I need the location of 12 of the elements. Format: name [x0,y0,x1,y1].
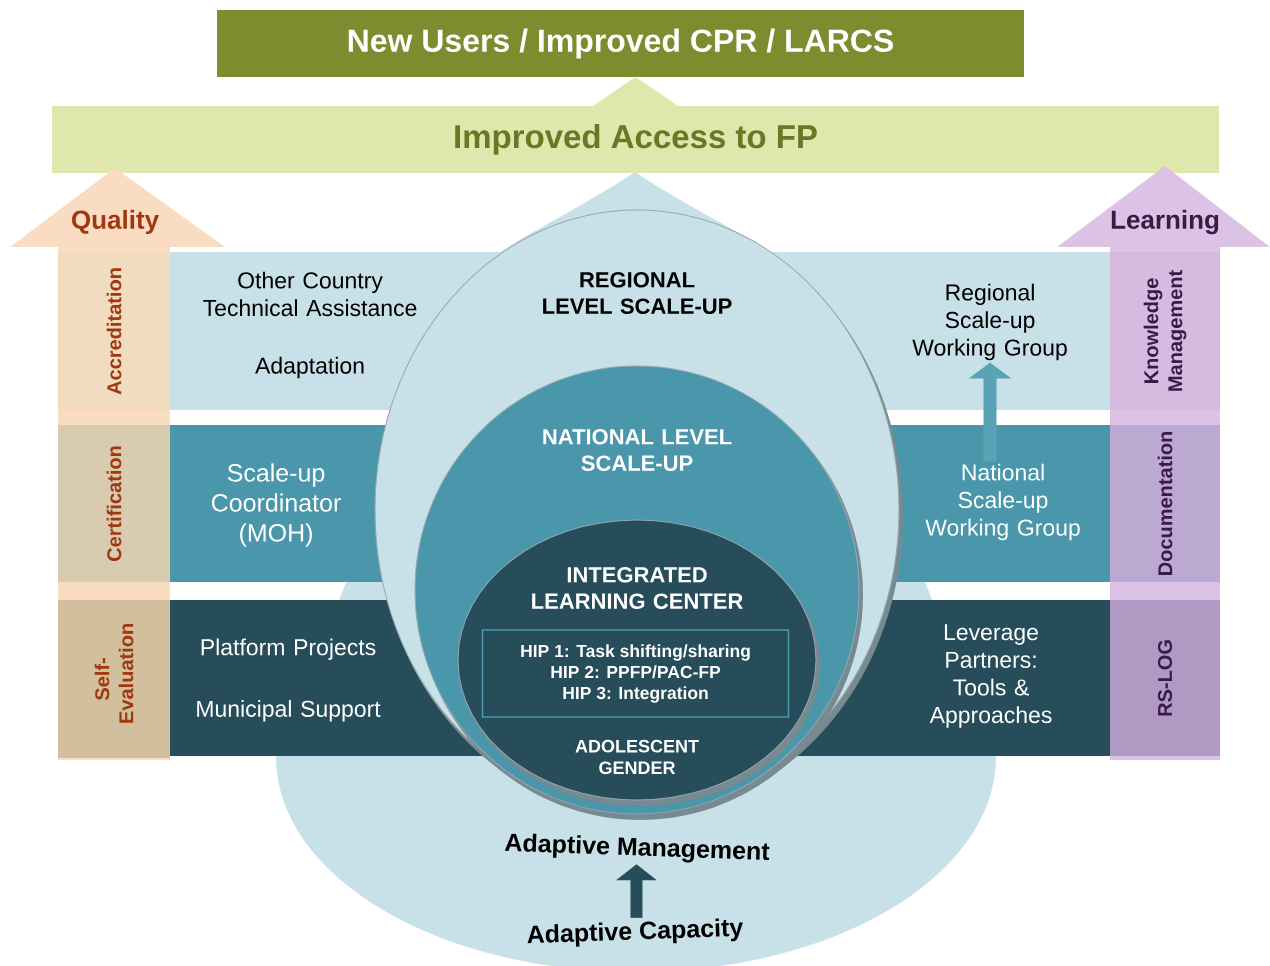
hip-box: HIP 1: Task shifting/sharing HIP 2: PPFP/PAC-FP HIP 3: Integration [481,629,790,718]
caption-text: Adaptive Capacity [527,918,743,947]
segment-box: Documentation [1110,425,1220,582]
segment-box: Self-Evaluation [58,600,170,758]
segment-box: RS-LOG [1110,600,1220,756]
segment-box: Certification [58,425,170,582]
caption-text: Adaptive Management [504,833,770,863]
arrow [593,76,678,107]
segment-box: Knowledge Management [1110,252,1220,410]
band-text: Leverage Partners: Tools & Approaches [929,624,1052,728]
segment-box: Accreditation [58,252,170,410]
title-banner: New Users / Improved CPR / LARCS [217,10,1024,77]
